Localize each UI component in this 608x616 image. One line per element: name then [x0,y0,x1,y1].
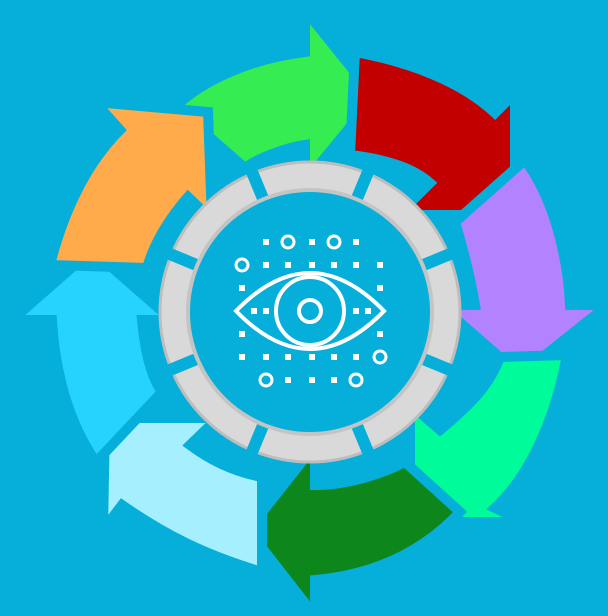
eye-dot [377,262,383,268]
eye-dot [377,285,383,291]
arrow-spring-green [405,349,574,527]
eye-dot [239,354,245,360]
eye-dot [285,262,291,268]
hub-gap [244,418,271,459]
eye-dot [331,377,337,383]
eye-dot [239,285,245,291]
eye-dot [365,308,371,314]
eye-ring [234,257,250,273]
eye-dot [251,308,257,314]
eye-dot [263,262,269,268]
eye-dot [263,354,269,360]
arrow-orange [43,95,218,274]
eye-dot [377,331,383,337]
arrow-purple [426,152,608,382]
eye-dot [353,239,359,245]
hub-ring-segment-gaps [163,165,457,459]
eye-outline [233,271,387,351]
eye-dot [263,308,269,314]
hub-gap [349,165,376,206]
eye-ring [348,372,364,388]
hub-gap [416,351,457,378]
eye-dot [353,262,359,268]
eye-dot [309,377,315,383]
hub-gap [244,165,271,206]
eye-dot [353,308,359,314]
eye-ring [258,372,274,388]
arrow-red [344,46,520,220]
eye-dot [309,354,315,360]
eye-icon-rings [234,234,388,388]
eye-dot [309,262,315,268]
eye-pupil [297,298,323,324]
eye-dot [309,239,315,245]
arrow-pale-blue [97,413,267,579]
eye-dot [331,354,337,360]
eye-ring [326,234,342,250]
eye-dot [285,377,291,383]
hub-gap [349,418,376,459]
arrow-sky-blue [0,243,186,470]
eye-iris [274,275,346,347]
hub-disc [190,192,430,432]
hub-gap [163,351,204,378]
center-hub [158,160,462,464]
eye-dot [263,239,269,245]
eye-dot [331,262,337,268]
hub-gap [163,246,204,273]
eye-icon-dots [239,239,383,383]
hub-gap [416,246,457,273]
eye-dot [353,354,359,360]
eye-icon [233,234,388,388]
eye-dot [239,331,245,337]
eye-ring [280,234,296,250]
eye-ring [372,349,388,365]
arrow-green [167,0,382,196]
eye-dot [285,354,291,360]
arrow-dark-green [241,430,468,616]
